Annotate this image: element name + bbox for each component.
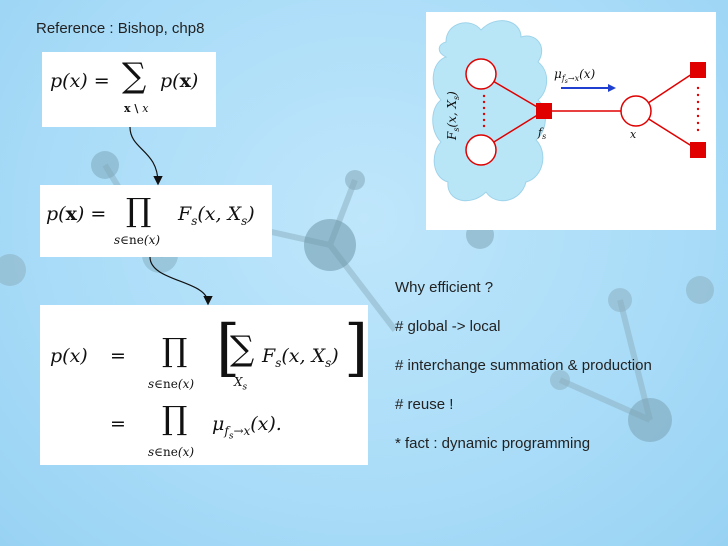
eq2-prod-symbol: ∏ <box>126 191 152 229</box>
eq3-sum-subscript: Xs <box>234 375 248 393</box>
eq3-inner: Fs(x, Xs) <box>262 345 339 370</box>
arrow-eq1-to-eq2 <box>129 126 163 186</box>
eq3-prod-subscript-2: s∈ne(x) <box>148 445 195 459</box>
eq3-line1-lhs: p(x) <box>50 345 88 367</box>
molecule-node <box>91 151 119 179</box>
eq3-bracket-left: [ <box>216 311 241 384</box>
eq1-rhs: p(x) <box>160 70 199 92</box>
note-item: * fact : dynamic programming <box>395 435 591 452</box>
molecule-node <box>686 276 714 304</box>
molecule-node <box>628 398 672 442</box>
variable-label-x: x <box>630 128 637 141</box>
cloud-label: Fs(x, Xs) <box>445 91 461 141</box>
variable-node-bottom <box>465 134 497 166</box>
eq2-lhs: p(x) = <box>46 203 107 225</box>
molecule-node <box>0 254 26 286</box>
message-label: μfs→x(x) <box>554 67 596 85</box>
eq3-line1-eq: = <box>110 345 126 367</box>
eq3-bracket-right: ] <box>344 311 369 384</box>
eq2-rhs: Fs(x, Xs) <box>178 203 255 228</box>
eq3-prod-symbol-2: ∏ <box>162 399 188 437</box>
molecule-node <box>304 219 356 271</box>
factor-node-top-right <box>690 62 706 78</box>
notes-list: Why efficient ? # global -> local # inte… <box>395 278 695 473</box>
factor-label: fs <box>537 126 546 141</box>
equation-box-3: p(x) = ∏ s∈ne(x) [ ∑ Xs Fs(x, Xs) ] = ∏ … <box>40 305 368 465</box>
note-item: # reuse ! <box>395 396 454 413</box>
ellipsis-dots-left <box>482 94 486 128</box>
eq1-lhs: p(x) = <box>50 70 110 92</box>
variable-node-x <box>620 95 652 127</box>
eq3-sum-symbol: ∑ <box>230 329 255 369</box>
molecule-node <box>608 288 632 312</box>
note-item: # global -> local <box>395 318 501 335</box>
note-item: # interchange summation & production <box>395 357 652 374</box>
molecule-node <box>345 170 365 190</box>
eq3-line2-eq: = <box>110 413 126 435</box>
note-item: Why efficient ? <box>395 279 494 296</box>
eq1-sum-subscript: x \ x <box>124 102 149 115</box>
eq3-prod-symbol-1: ∏ <box>162 331 188 369</box>
reference-text: Reference : Bishop, chp8 <box>36 20 205 37</box>
factor-node-fs <box>536 103 552 119</box>
equation-box-2: p(x) = ∏ s∈ne(x) Fs(x, Xs) <box>40 185 272 257</box>
molecule-node <box>550 370 570 390</box>
eq3-prod-subscript-1: s∈ne(x) <box>148 377 195 391</box>
eq3-line2-rhs: μfs→x(x). <box>212 413 282 442</box>
equation-box-1: p(x) = ∑ x \ x p(x) <box>42 52 216 127</box>
subgraph-cloud <box>432 20 548 202</box>
arrow-eq2-to-eq3 <box>149 256 213 306</box>
ellipsis-dots-right <box>696 86 700 132</box>
eq2-prod-subscript: s∈ne(x) <box>114 233 161 247</box>
factor-node-bottom-right <box>690 142 706 158</box>
factor-graph-diagram: μfs→x(x) fs x Fs(x, Xs) <box>426 12 716 230</box>
eq1-sum-symbol: ∑ <box>122 56 147 96</box>
variable-node-top <box>465 58 497 90</box>
factor-graph-svg: μfs→x(x) fs x Fs(x, Xs) <box>432 20 706 202</box>
